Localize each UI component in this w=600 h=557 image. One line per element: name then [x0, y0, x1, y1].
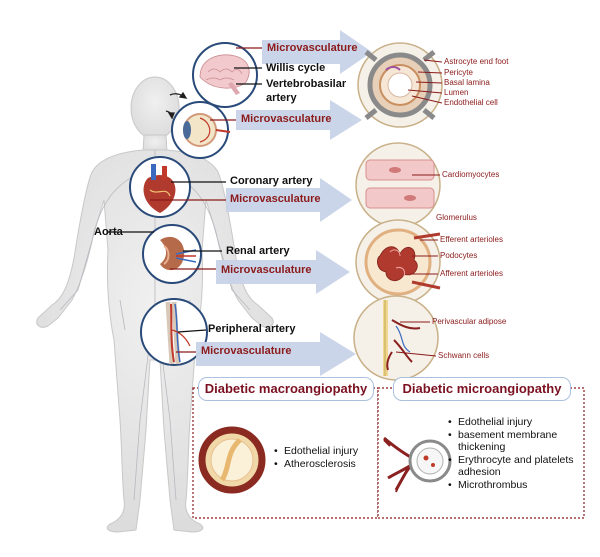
macro-item: Atherosclerosis — [274, 458, 358, 471]
microthrombus-vessel-icon — [383, 436, 452, 493]
micro-item-continuation: thickening — [458, 441, 506, 453]
heart-micro-label: Microvasculature — [230, 193, 321, 205]
kidney-micro-label: Microvasculature — [221, 264, 312, 276]
eye-circle — [171, 101, 231, 159]
micro-item: Erythrocyte and platelets — [448, 454, 574, 467]
macro-list: Edothelial injury Atherosclerosis — [272, 445, 358, 470]
heart-circle — [129, 156, 191, 218]
cell-leader-lines — [395, 59, 443, 357]
kidney-circle — [142, 224, 202, 284]
endothelial-cell-label: Endothelial cell — [444, 98, 498, 107]
micro-connectors — [150, 47, 262, 353]
coronary-artery-label: Coronary artery — [230, 175, 313, 187]
basal-lamina-label: Basal lamina — [444, 78, 490, 87]
atherosclerosis-vessel-icon — [198, 426, 266, 494]
limb-circle — [140, 298, 208, 366]
brain-micro-label: Microvasculature — [267, 42, 358, 54]
micro-item: basement membrane — [448, 429, 574, 442]
perivascular-adipose-label: Perivascular adipose — [432, 317, 507, 326]
lumen-label: Lumen — [444, 88, 469, 97]
cardiomyocytes-label: Cardiomyocytes — [442, 170, 500, 179]
cardiomyocyte-cell-circle — [355, 142, 441, 228]
aorta-label: Aorta — [94, 226, 123, 238]
eye-micro-label: Microvasculature — [241, 113, 332, 125]
micro-item: Edothelial injury — [448, 416, 574, 429]
micro-item: Microthrombus — [448, 479, 574, 492]
pericyte-label: Pericyte — [444, 68, 473, 77]
connector-lines — [108, 67, 262, 333]
afferent-arterioles-label: Afferent arterioles — [440, 269, 503, 278]
brain-vessel-cell-circle — [357, 42, 443, 128]
micro-item-continuation: adhesion — [458, 466, 501, 478]
flow-arrows — [196, 30, 372, 376]
brain-circle — [192, 42, 258, 108]
efferent-arterioles-label: Efferent arterioles — [440, 235, 503, 244]
microangiopathy-title: Diabetic microangiopathy — [393, 377, 571, 401]
schwann-cells-label: Schwann cells — [438, 351, 490, 360]
macro-item: Edothelial injury — [274, 445, 358, 458]
podocytes-label: Podocytes — [440, 251, 478, 260]
body-arrows — [165, 91, 188, 120]
astrocyte-label: Astrocyte end foot — [444, 57, 509, 66]
renal-artery-label: Renal artery — [226, 245, 290, 257]
willis-cycle-label: Willis cycle — [266, 62, 326, 74]
vertebrobasilar-artery-label: artery — [266, 92, 297, 104]
peripheral-artery-label: Peripheral artery — [208, 323, 296, 335]
limb-micro-label: Microvasculature — [201, 345, 292, 357]
nerve-cell-circle — [353, 295, 439, 381]
vertebrobasilar-label: Vertebrobasilar — [266, 78, 347, 90]
macroangiopathy-title: Diabetic macroangiopathy — [198, 377, 374, 401]
micro-list: Edothelial injury basement membrane thic… — [446, 416, 574, 491]
glomerulus-cell-circle — [355, 219, 441, 305]
glomerulus-label: Glomerulus — [436, 213, 477, 222]
